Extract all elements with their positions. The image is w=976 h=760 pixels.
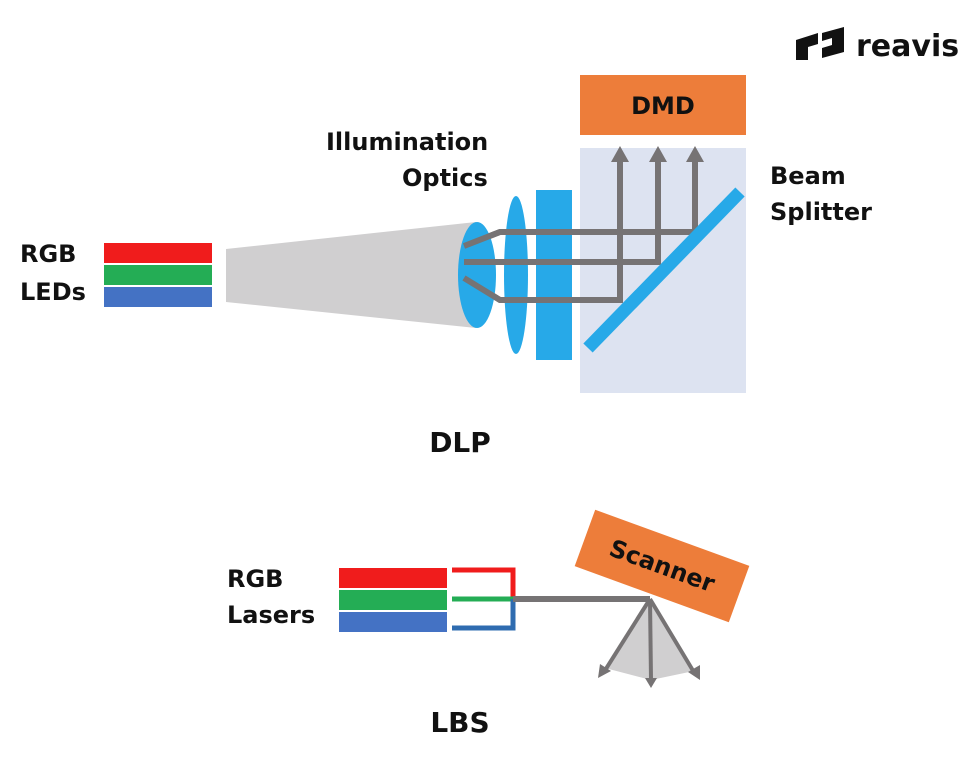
scan-rays <box>602 597 697 681</box>
dlp-section: RGB LEDs Illumination Optics DMD Beam Sp… <box>20 75 872 459</box>
ray-top-overlay <box>462 229 580 249</box>
scan-ray-center <box>648 598 653 681</box>
illumination-optics-label-line1: Illumination <box>326 128 488 156</box>
dlp-title: DLP <box>429 426 491 459</box>
beam-splitter-label-line1: Beam <box>770 162 846 190</box>
red-led <box>104 243 212 263</box>
red-beam-path <box>452 567 516 598</box>
dlp-light-rays-overlay <box>462 229 580 303</box>
lbs-title: LBS <box>430 706 489 739</box>
arrowhead-1 <box>611 146 629 162</box>
rgb-lasers-label-line2: Lasers <box>227 601 315 629</box>
lens-3 <box>536 190 572 360</box>
dmd-chip <box>580 75 746 135</box>
green-led <box>104 265 212 285</box>
dlp-ray-arrowheads <box>611 146 704 162</box>
scan-arrow-center <box>645 678 657 688</box>
arrowhead-3 <box>686 146 704 162</box>
reavis-logo: reavis <box>796 27 959 64</box>
rgb-lasers-label-line1: RGB <box>227 565 283 593</box>
arrowhead-2 <box>649 146 667 162</box>
dmd-label: DMD <box>631 92 695 120</box>
green-laser <box>339 590 447 610</box>
rgb-leds-label-line1: RGB <box>20 240 76 268</box>
rgb-laser-stack <box>339 568 447 632</box>
reavis-logo-icon <box>796 27 844 60</box>
scan-ray-right <box>648 597 697 676</box>
lens-2 <box>504 196 528 354</box>
lens-1 <box>458 222 496 328</box>
scan-ray-left <box>602 597 652 674</box>
rgb-leds-label-line2: LEDs <box>20 278 86 306</box>
red-laser <box>339 568 447 588</box>
lbs-section: RGB Lasers Sca <box>227 509 750 739</box>
reavis-logo-text: reavis <box>856 29 959 64</box>
scan-ray-arrowheads <box>598 664 700 688</box>
scan-arrow-left <box>598 664 611 678</box>
beam-combiner <box>452 567 516 631</box>
rgb-led-stack <box>104 243 212 307</box>
scanner-body <box>574 509 750 623</box>
blue-beam-path <box>452 599 516 631</box>
scan-arrow-right <box>688 665 700 680</box>
illumination-optics-label-line2: Optics <box>402 164 488 192</box>
blue-led <box>104 287 212 307</box>
ray-bottom-overlay <box>462 275 580 303</box>
beam-splitter-label-line2: Splitter <box>770 198 872 226</box>
blue-laser <box>339 612 447 632</box>
beam-splitter-plate <box>583 187 745 353</box>
led-light-cone <box>226 222 476 328</box>
scanner-mirror: Scanner <box>574 509 750 623</box>
